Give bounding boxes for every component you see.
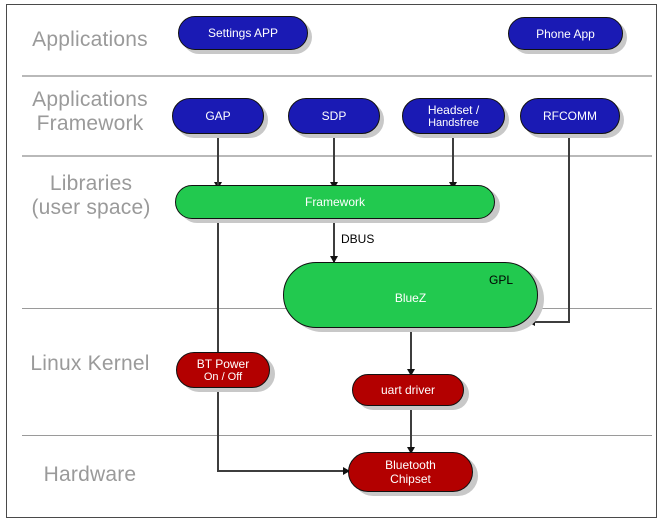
headset-handsfree-label: Headset / xyxy=(427,102,480,117)
node-bt-power[interactable]: BT Power On / Off xyxy=(176,352,270,388)
sdp-label: SDP xyxy=(321,109,347,123)
node-bluetooth-chipset[interactable]: Bluetooth Chipset xyxy=(348,452,473,492)
bluetooth-chipset-sublabel: Chipset xyxy=(390,472,431,486)
layer-label-linux-kernel: Linux Kernel xyxy=(30,352,150,375)
bluez-license-tag: GPL xyxy=(488,273,513,287)
node-sdp[interactable]: SDP xyxy=(288,98,380,134)
arrow-framework-to-bluez xyxy=(330,256,338,263)
node-rfcomm[interactable]: RFCOMM xyxy=(520,98,620,134)
node-phone-app[interactable]: Phone App xyxy=(508,17,623,50)
rfcomm-label: RFCOMM xyxy=(543,109,597,123)
edge-rfcomm-to-bluez-vertical xyxy=(568,138,570,323)
node-headset-handsfree[interactable]: Headset / Handsfree xyxy=(402,98,505,134)
edge-rfcomm-to-bluez-horizontal xyxy=(533,321,570,323)
phone-app-label: Phone App xyxy=(536,26,595,41)
node-gap[interactable]: GAP xyxy=(172,98,264,134)
layer-label-hardware: Hardware xyxy=(43,463,137,486)
edge-label-dbus: DBUS xyxy=(340,232,376,246)
node-framework[interactable]: Framework xyxy=(175,185,495,219)
bluetooth-chipset-label: Bluetooth xyxy=(385,458,436,472)
edge-framework-to-bluez xyxy=(333,220,335,262)
bt-power-sublabel: On / Off xyxy=(203,370,243,383)
layer-label-libraries: Libraries (user space) xyxy=(31,172,151,219)
uart-driver-label: uart driver xyxy=(380,383,436,397)
bt-power-label: BT Power xyxy=(196,356,250,371)
divider-applications-framework xyxy=(22,155,652,157)
settings-app-label: Settings APP xyxy=(207,26,279,40)
diagram-border xyxy=(6,4,657,518)
edge-gap-to-chipset-horizontal xyxy=(217,470,348,472)
edge-headset-to-framework xyxy=(452,138,454,186)
arrow-uart-to-chipset xyxy=(407,447,415,454)
edge-gap-to-chipset-vertical xyxy=(217,138,219,472)
divider-linux-kernel xyxy=(22,435,652,436)
layer-label-applications-framework: Applications Framework xyxy=(32,88,148,135)
divider-applications xyxy=(22,75,652,77)
gap-label: GAP xyxy=(205,109,231,123)
framework-label: Framework xyxy=(304,195,365,209)
headset-handsfree-sublabel: Handsfree xyxy=(428,116,479,129)
arrow-bluez-to-uart xyxy=(407,369,415,376)
node-bluez[interactable]: GPL BlueZ xyxy=(283,262,538,328)
edge-uart-to-chipset xyxy=(410,405,412,453)
bluez-label: BlueZ xyxy=(394,291,427,305)
edge-sdp-to-framework xyxy=(333,138,335,186)
layer-label-applications: Applications xyxy=(32,28,148,51)
node-settings-app[interactable]: Settings APP xyxy=(178,16,308,50)
edge-bluez-to-uart xyxy=(410,328,412,374)
arrow-gap-to-chipset xyxy=(343,467,350,475)
node-uart-driver[interactable]: uart driver xyxy=(352,374,464,406)
